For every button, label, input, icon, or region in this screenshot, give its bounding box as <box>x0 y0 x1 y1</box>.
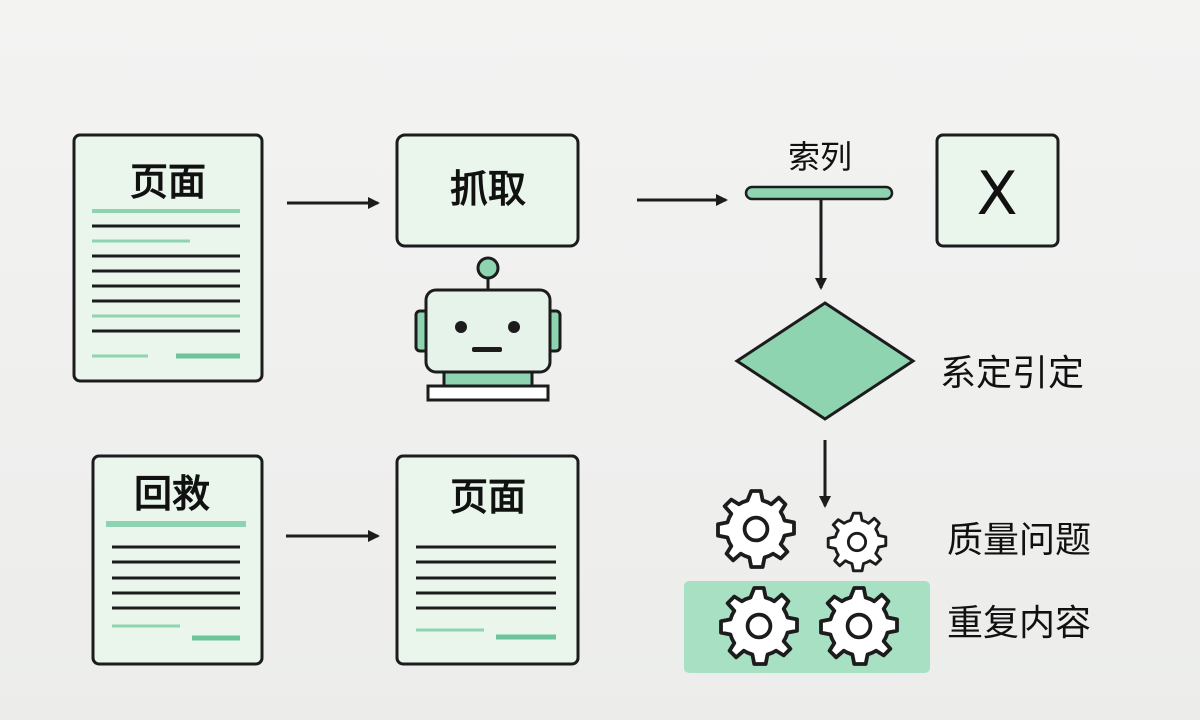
decide-label: 系定引定 <box>940 353 1084 394</box>
gear-icon <box>716 489 796 569</box>
duplicate-label: 重复内容 <box>947 603 1091 644</box>
fetch-box: 抓取 <box>395 133 580 248</box>
rescue-document: 回救 <box>91 454 264 666</box>
page-document-bottom: 页面 <box>395 454 580 666</box>
rescue-title: 回救 <box>134 472 210 516</box>
quality-label: 质量问题 <box>947 520 1091 561</box>
gear-icon <box>826 511 888 573</box>
close-icon: X <box>976 159 1017 229</box>
page-title-top: 页面 <box>130 160 206 204</box>
robot-icon <box>414 256 562 402</box>
fetch-label: 抓取 <box>450 167 526 211</box>
close-box: X <box>935 133 1060 248</box>
gear-icon <box>719 586 799 666</box>
series-label: 索列 <box>788 138 852 176</box>
gear-icon <box>819 586 899 666</box>
page-title-bottom: 页面 <box>450 475 526 519</box>
page-document-top: 页面 <box>72 133 264 383</box>
decision-diamond <box>734 301 916 421</box>
series-bar <box>744 185 894 201</box>
